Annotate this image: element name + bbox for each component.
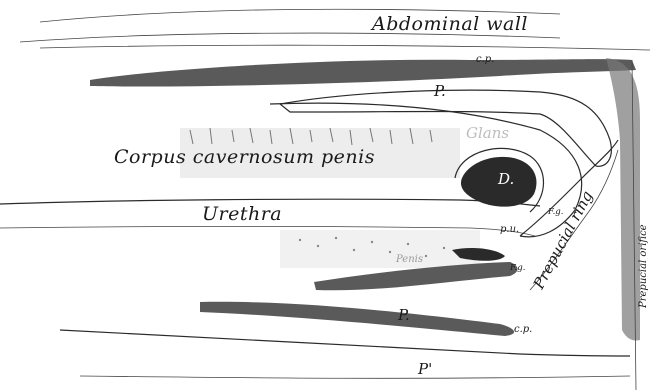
label-d: D. xyxy=(497,170,514,188)
label-fg-upper: F.g. xyxy=(547,207,563,217)
label-cp-bottom: c.p. xyxy=(514,324,532,335)
label-cp-top: c.p. xyxy=(476,54,494,65)
label-penis: Penis xyxy=(395,254,423,265)
label-corpus-cavernosum: Corpus cavernosum penis xyxy=(114,146,375,168)
label-glans: Glans xyxy=(466,124,509,142)
label-p-prime: P' xyxy=(417,360,432,378)
label-abdominal-wall: Abdominal wall xyxy=(370,13,528,35)
label-pu: p.u. xyxy=(500,224,519,235)
label-p-top: P. xyxy=(433,82,446,100)
lower-penis-body xyxy=(280,230,480,268)
label-p-lower: P. xyxy=(397,306,410,324)
label-urethra: Urethra xyxy=(202,203,282,225)
label-prepucial-orifice: Prepucial orifice xyxy=(638,224,649,309)
label-fg-lower: F.g. xyxy=(509,263,525,273)
